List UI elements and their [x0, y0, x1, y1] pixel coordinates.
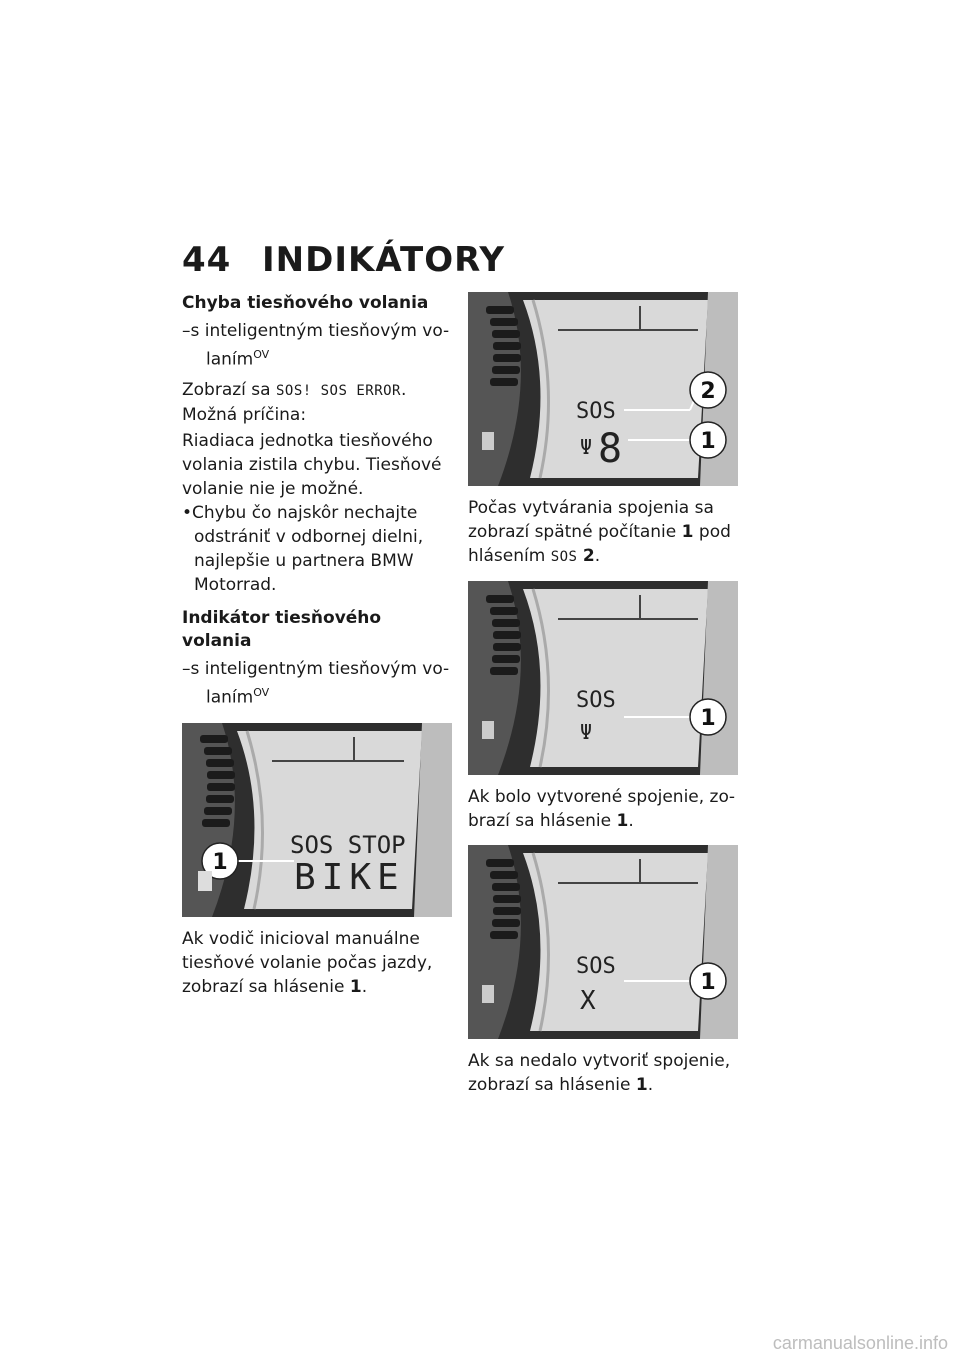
action-text: •Chybu čo najskôr nechajte odstrániť v o…: [182, 502, 424, 595]
callout-1: 1: [700, 970, 715, 995]
right-column: SOS Ψ 8 2 1 Počas vytvárania spojenia sa…: [468, 292, 738, 1103]
caption-2-mid: pod hlásením: [468, 522, 731, 566]
caption-4-end: .: [647, 1075, 654, 1095]
caption-3-text: Ak bolo vytvorené spojenie, zo­brazí sa …: [468, 787, 736, 831]
condition-text-cont: laním: [206, 349, 254, 370]
cause-label: Možná príčina:: [182, 404, 307, 425]
lcd-line2: X: [580, 986, 596, 1016]
figure-sos-stop-bike: SOS STOP BIKE 1: [182, 723, 452, 918]
caption-2-text: Počas vytvárania spojenia sa zobrazí spä…: [468, 498, 714, 542]
lcd-line2: BIKE: [294, 857, 405, 898]
lcd-line1: SOS STOP: [290, 831, 406, 859]
antenna-icon: Ψ: [580, 720, 592, 744]
caption-2: Počas vytvárania spojenia sa zobrazí spä…: [468, 496, 738, 569]
caption-1-ref: 1: [349, 977, 362, 998]
callout-1: 1: [212, 850, 227, 875]
option-superscript: OV: [253, 685, 270, 699]
condition-text-cont: laním: [206, 687, 254, 708]
caption-4-text: Ak sa nedalo vytvoriť spojenie, zobrazí …: [468, 1051, 731, 1095]
section1-condition: –s inteligentným tiesňovým vo- lanímOV: [182, 319, 452, 372]
watermark: carmanualsonline.info: [772, 1333, 948, 1353]
figure-sos-failed: SOS X 1: [468, 845, 738, 1039]
display-intro: Zobrazí sa: [182, 379, 271, 400]
lcd-line1: SOS: [576, 688, 616, 713]
section2-condition: –s inteligentným tiesňovým vo- lanímOV: [182, 657, 452, 710]
callout-1: 1: [700, 706, 715, 731]
lcd-line1: SOS: [576, 399, 616, 424]
display-end: .: [401, 379, 407, 400]
display-code: SOS! SOS ERROR: [275, 382, 401, 399]
figure-sos-connected: SOS Ψ 1: [468, 581, 738, 775]
section1-title: Chyba tiesňového volania: [182, 293, 429, 313]
condition-text: –s inteligentným tiesňovým vo-: [182, 321, 450, 341]
lcd-line2: 8: [598, 426, 622, 472]
condition-text: –s inteligentným tiesňovým vo-: [182, 658, 450, 679]
callout-2: 2: [700, 379, 715, 404]
section-title: INDIKÁTORY: [262, 240, 506, 280]
caption-2-ref1: 1: [681, 522, 694, 542]
section1-display: Zobrazí sa SOS! SOS ERROR.: [182, 378, 452, 403]
caption-4-ref: 1: [635, 1075, 648, 1095]
caption-4: Ak sa nedalo vytvoriť spojenie, zobrazí …: [468, 1049, 738, 1097]
caption-1-end: .: [361, 977, 368, 998]
callout-1: 1: [700, 429, 715, 454]
page-number: 44: [182, 240, 232, 280]
option-superscript: OV: [253, 348, 270, 361]
caption-2-ref2: 2: [582, 546, 595, 566]
section2-title: Indikátor tiesňového volania: [182, 607, 382, 651]
caption-1: Ak vodič inicioval manuálne tiesňové vol…: [182, 927, 452, 999]
lcd-line1: SOS: [576, 954, 616, 979]
left-column: Chyba tiesňového volania –s inteligentný…: [182, 292, 452, 1005]
caption-3-ref: 1: [616, 811, 629, 831]
caption-3-end: .: [628, 811, 634, 831]
caption-2-code: SOS: [550, 549, 578, 565]
caption-2-end: .: [594, 546, 601, 566]
caption-1-text: Ak vodič inicioval manuálne tiesňové vol…: [182, 929, 433, 998]
cause-text: Riadiaca jednotka tiesňového volania zis…: [182, 430, 442, 499]
figure-sos-countdown: SOS Ψ 8 2 1: [468, 292, 738, 486]
caption-3: Ak bolo vytvorené spojenie, zo­brazí sa …: [468, 785, 738, 833]
page-header: 44 INDIKÁTORY: [182, 240, 505, 280]
antenna-icon: Ψ: [580, 435, 592, 459]
